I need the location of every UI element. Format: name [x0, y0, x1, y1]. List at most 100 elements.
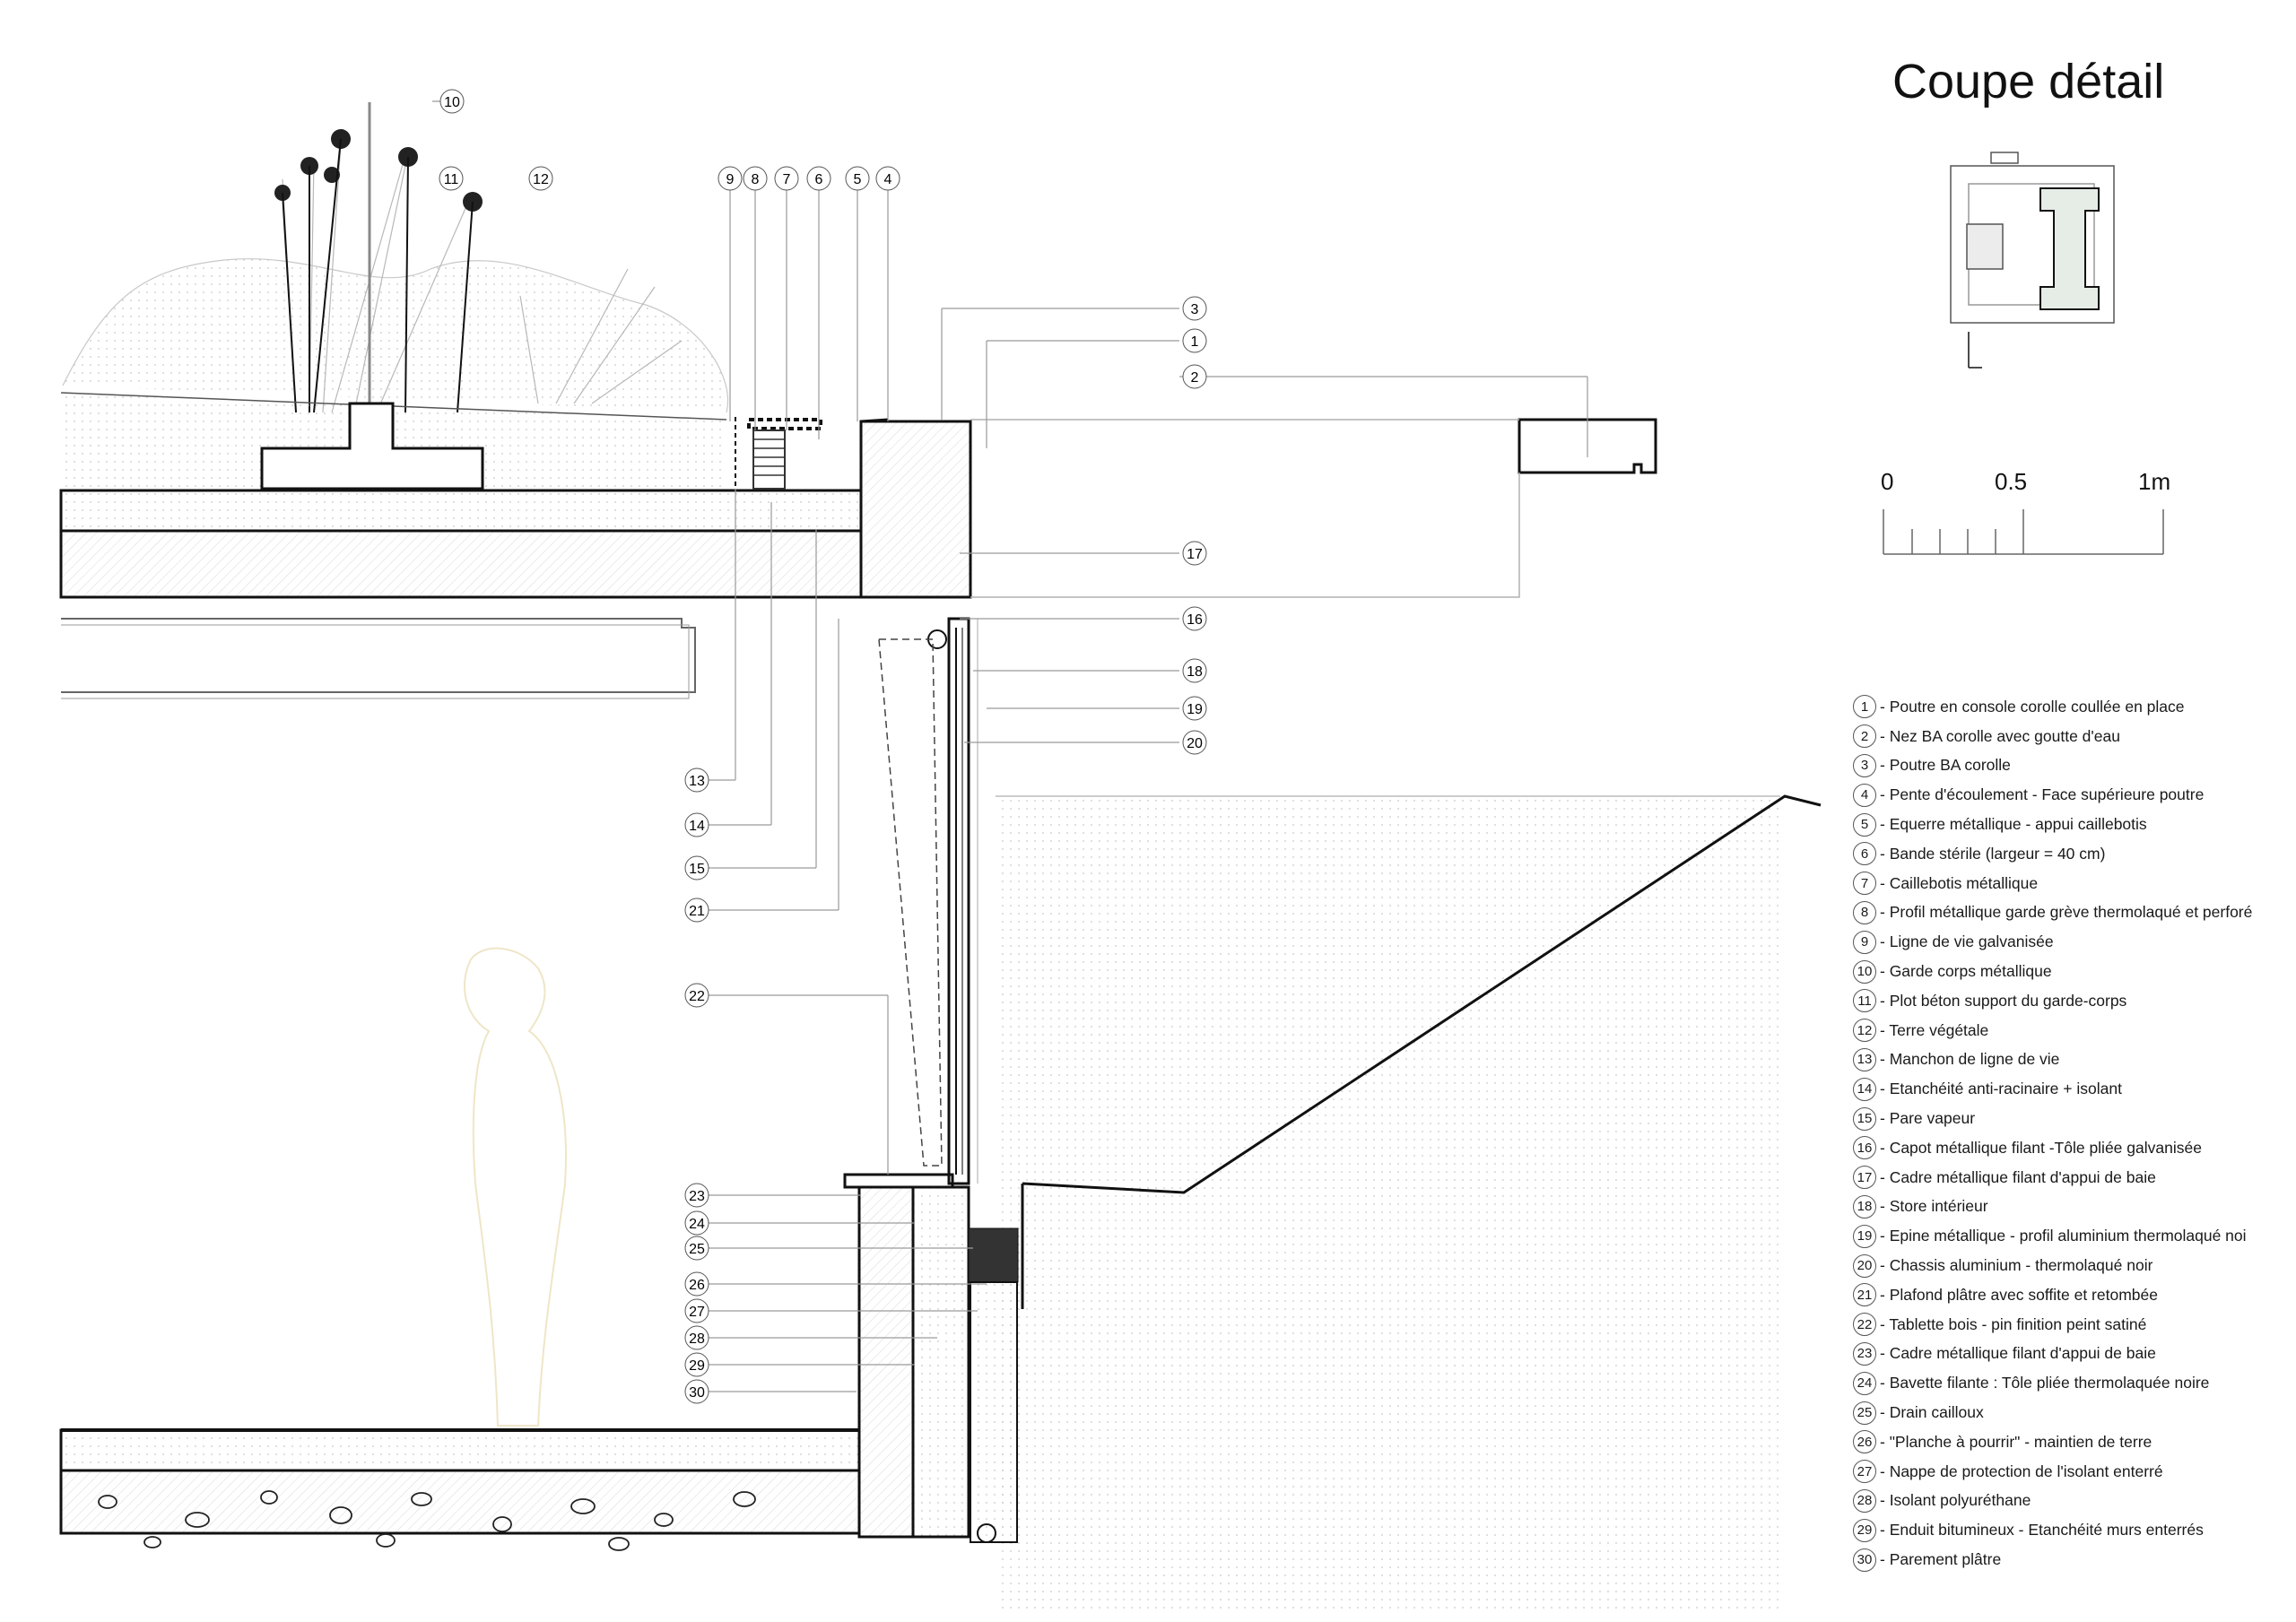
callout-2: 2 — [1182, 364, 1207, 389]
legend-item-9: 9- Ligne de vie galvanisée — [1853, 927, 2283, 957]
callout-1: 1 — [1182, 328, 1207, 353]
legend-text: - Pare vapeur — [1880, 1109, 1976, 1128]
legend-item-26: 26- "Planche à pourrir" - maintien de te… — [1853, 1427, 2283, 1457]
callout-26: 26 — [684, 1271, 709, 1297]
legend-text: - Bande stérile (largeur = 40 cm) — [1880, 844, 2106, 863]
legend-number: 24 — [1853, 1371, 1876, 1395]
callout-9: 9 — [718, 166, 743, 191]
legend-item-15: 15- Pare vapeur — [1853, 1104, 2283, 1133]
legend-item-30: 30- Parement plâtre — [1853, 1545, 2283, 1574]
legend-number: 7 — [1853, 872, 1876, 896]
blind — [878, 638, 943, 1167]
callout-10: 10 — [439, 89, 465, 114]
svg-text:12: 12 — [533, 172, 549, 187]
wall — [857, 1185, 915, 1539]
legend-number: 6 — [1853, 842, 1876, 866]
legend-number: 18 — [1853, 1194, 1876, 1219]
legend-number: 16 — [1853, 1136, 1876, 1160]
legend-number: 2 — [1853, 724, 1876, 749]
legend-text: - Caillebotis métallique — [1880, 873, 2039, 892]
legend-item-16: 16- Capot métallique filant -Tôle pliée … — [1853, 1133, 2283, 1163]
svg-text:15: 15 — [689, 862, 705, 877]
callout-11: 11 — [439, 166, 464, 191]
svg-text:7: 7 — [783, 172, 791, 187]
legend-text: - Equerre métallique - appui caillebotis — [1880, 815, 2147, 834]
legend-text: - Cadre métallique filant d'appui de bai… — [1880, 1344, 2156, 1363]
legend-text: - "Planche à pourrir" - maintien de terr… — [1880, 1432, 2152, 1451]
legend-item-24: 24- Bavette filante : Tôle pliée thermol… — [1853, 1368, 2283, 1398]
legend-text: - Parement plâtre — [1880, 1550, 2002, 1568]
svg-text:27: 27 — [689, 1305, 705, 1320]
svg-text:1: 1 — [1191, 334, 1199, 350]
flower-heads — [274, 129, 483, 413]
legend-text: - Etanchéité anti-racinaire + isolant — [1880, 1080, 2122, 1098]
svg-text:6: 6 — [815, 172, 823, 187]
svg-text:8: 8 — [752, 172, 760, 187]
legend-text: - Plot béton support du garde-corps — [1880, 991, 2127, 1010]
callout-19: 19 — [1182, 696, 1207, 721]
legend-number: 19 — [1853, 1224, 1876, 1248]
gravel-drain — [968, 1227, 1019, 1283]
svg-text:30: 30 — [689, 1385, 705, 1401]
svg-text:16: 16 — [1187, 612, 1203, 628]
callout-28: 28 — [684, 1325, 709, 1350]
svg-text:25: 25 — [689, 1242, 705, 1257]
legend-item-10: 10- Garde corps métallique — [1853, 957, 2283, 986]
legend-text: - Ligne de vie galvanisée — [1880, 932, 2054, 951]
floor-insulation — [59, 1428, 861, 1472]
legend-number: 5 — [1853, 812, 1876, 837]
callout-16: 16 — [1182, 606, 1207, 631]
legend-text: - Bavette filante : Tôle pliée thermolaq… — [1880, 1374, 2210, 1392]
callout-3: 3 — [1182, 296, 1207, 321]
callout-30: 30 — [684, 1379, 709, 1404]
svg-text:17: 17 — [1187, 547, 1203, 562]
plan-inset — [1950, 152, 2115, 369]
legend-text: - Garde corps métallique — [1880, 962, 2052, 981]
legend-item-11: 11- Plot béton support du garde-corps — [1853, 986, 2283, 1016]
svg-text:3: 3 — [1191, 302, 1199, 317]
callout-20: 20 — [1182, 730, 1207, 755]
ground — [996, 796, 1780, 1614]
legend-text: - Isolant polyuréthane — [1880, 1491, 2031, 1510]
window-frame — [947, 617, 970, 1185]
callouts-right: 3 1 2 17 16 18 19 20 — [1182, 296, 1207, 755]
legend-text: - Profil métallique garde grève thermola… — [1880, 903, 2253, 922]
callout-15: 15 — [684, 855, 709, 880]
svg-text:14: 14 — [689, 819, 705, 834]
callout-23: 23 — [684, 1183, 709, 1208]
legend-text: - Manchon de ligne de vie — [1880, 1050, 2060, 1069]
legend-number: 13 — [1853, 1047, 1876, 1071]
legend-number: 17 — [1853, 1166, 1876, 1190]
leader-lines — [432, 100, 1588, 1392]
legend-item-1: 1- Poutre en console corolle coullée en … — [1853, 692, 2283, 722]
callouts-left: 13 14 15 21 22 23 24 25 26 27 28 29 30 — [684, 768, 709, 1404]
roof-insulation — [59, 489, 863, 533]
legend-item-23: 23- Cadre métallique filant d'appui de b… — [1853, 1340, 2283, 1369]
legend-item-6: 6- Bande stérile (largeur = 40 cm) — [1853, 839, 2283, 869]
scale-label-0: 0 — [1881, 468, 1894, 495]
svg-text:22: 22 — [689, 989, 705, 1004]
legend-number: 30 — [1853, 1548, 1876, 1572]
legend-item-2: 2- Nez BA corolle avec goutte d'eau — [1853, 722, 2283, 751]
legend-number: 26 — [1853, 1430, 1876, 1454]
callout-22: 22 — [684, 983, 709, 1008]
callout-25: 25 — [684, 1236, 709, 1261]
svg-text:18: 18 — [1187, 664, 1203, 680]
legend-number: 21 — [1853, 1283, 1876, 1307]
legend-number: 3 — [1853, 753, 1876, 777]
legend-text: - Poutre BA corolle — [1880, 756, 2011, 775]
wall-insulation — [911, 1185, 970, 1539]
legend-number: 15 — [1853, 1106, 1876, 1131]
scale-bar — [1883, 509, 2164, 555]
legend-item-18: 18- Store intérieur — [1853, 1193, 2283, 1222]
svg-text:24: 24 — [689, 1217, 705, 1232]
concrete-beam — [859, 420, 972, 599]
legend-text: - Epine métallique - profil aluminium th… — [1880, 1227, 2247, 1245]
callout-6: 6 — [806, 166, 831, 191]
svg-text:5: 5 — [854, 172, 862, 187]
legend-number: 14 — [1853, 1077, 1876, 1101]
legend-text: - Pente d'écoulement - Face supérieure p… — [1880, 785, 2205, 804]
legend-number: 28 — [1853, 1488, 1876, 1513]
svg-text:13: 13 — [689, 774, 705, 789]
